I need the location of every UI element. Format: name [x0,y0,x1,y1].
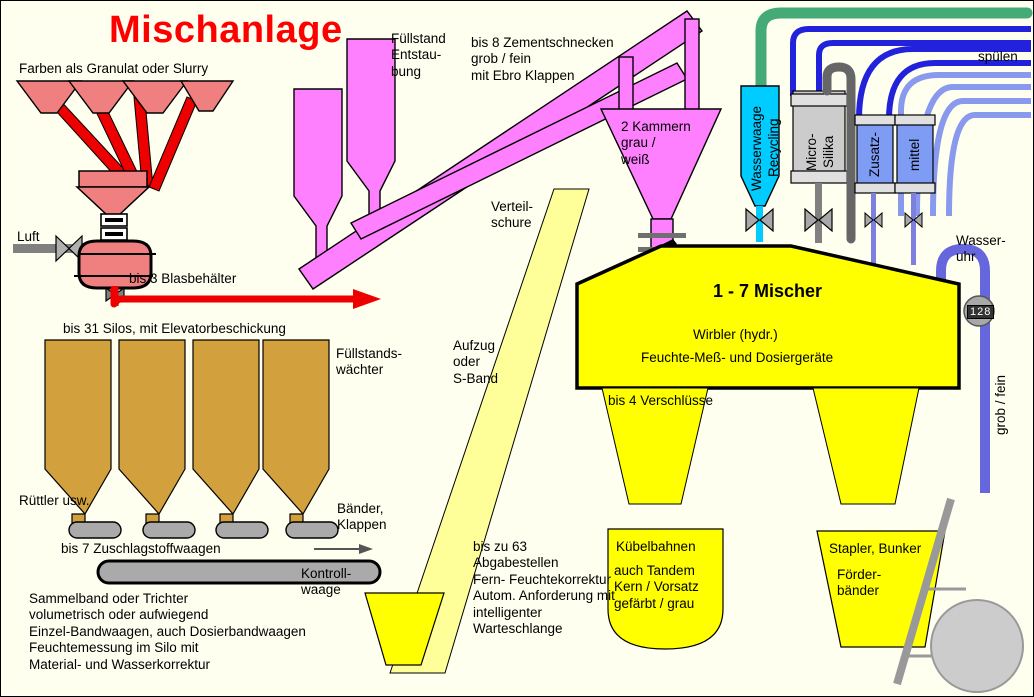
label-water-scale: Wasserwaage Recycling [749,105,781,191]
label-admixture-2: mittel [907,138,922,172]
label-control-scale: Kontroll- waage [301,566,352,598]
label-blow-vessels: bis 3 Blasbehälter [129,271,237,286]
label-admixture-1: Zusatz- [867,131,882,177]
label-two-chambers: 2 Kammern grau / weiß [621,119,691,167]
label-closures: bis 4 Verschlüsse [608,393,714,408]
label-flush: spülen [978,49,1018,64]
label-pigments-header: Farben als Granulat oder Slurry [19,61,209,76]
pigment-arrow-clean [111,289,381,309]
stacker-bunker-group [816,497,1024,693]
label-silos-header: bis 31 Silos, mit Elevatorbeschickung [63,321,286,336]
label-mixer-title: 1 - 7 Mischer [713,281,823,301]
label-conveyor-belts: Förder- bänder [837,567,882,599]
blow-vessel-group [13,234,156,308]
label-bucket-lines: Kübelbahnen [616,539,696,554]
label-mixer-sub1: Wirbler (hydr.) [693,327,778,342]
elevator-chute-group [364,188,590,674]
label-belts-flaps: Bänder, Klappen [337,501,387,533]
label-cement-screws: bis 8 Zementschnecken grob / fein mit Eb… [471,35,614,83]
label-bucket-notes: auch Tandem Kern / Vorsatz gefärbt / gra… [614,563,699,611]
cement-silo-group [293,10,723,290]
bucket-line-group [607,528,724,650]
label-level-watch: Füllstands- wächter [336,346,403,378]
label-aggregate-scales: bis 7 Zuschlagstoffwaagen [61,541,221,556]
water-meter-display: 128 [967,305,995,319]
label-micro-silica: Micro- Silika [804,133,836,171]
label-bottom-notes: Sammelband oder Trichter volumetrisch od… [29,591,306,672]
aggregate-silo-group [44,339,382,585]
label-coarse-fine: grob / fein [993,374,1008,436]
label-discharge-notes: bis zu 63 Abgabestellen Fern- Feuchtekor… [473,539,615,637]
label-mixer-sub2: Feuchte-Meß- und Dosiergeräte [641,350,834,365]
label-stacker-bunker: Stapler, Bunker [829,541,922,556]
pigment-funnel-group [15,80,235,241]
label-water-meter: Wasser- uhr [956,233,1006,265]
label-air: Luft [17,229,40,244]
water-systems-group [740,7,1033,493]
label-vibrator: Rüttler usw. [19,493,90,508]
label-level-destaubung: Füllstand Entstau- bung [391,31,446,79]
mixer-group [575,244,961,505]
page-title: Mischanlage [109,9,343,51]
label-distribution-chute: Verteil- schure [491,199,534,231]
label-elevator: Aufzug oder S-Band [453,338,499,386]
